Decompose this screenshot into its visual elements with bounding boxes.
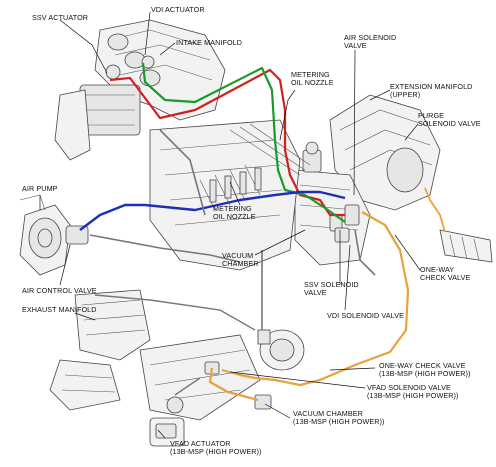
vacuum-chamber-label-line2: CHAMBER (222, 259, 259, 268)
air-pump-label: AIR PUMP (22, 184, 58, 193)
air-solenoid-valve-label-line1: AIR SOLENOID (344, 33, 397, 42)
air-control-valve-label: AIR CONTROL VALVE (22, 286, 97, 295)
red-hose-line (109, 68, 345, 217)
air-pump-drawing (19, 194, 89, 276)
metering-oil-nozzle-mid-label-line2: OIL NOZZLE (213, 212, 256, 221)
exhaust-manifold-label: EXHAUST MANIFOLD (22, 305, 97, 314)
vacuum-chamber-label-line1: VACUUM (222, 251, 254, 260)
green-hose-line (141, 62, 346, 223)
grey-hoses (89, 129, 376, 396)
extension-manifold-label-line1: EXTENSION MANIFOLD (390, 82, 473, 91)
orange-hose-line (221, 211, 410, 387)
purge-solenoid-valve-label-line2: SOLENOID VALVE (418, 119, 481, 128)
vacuum-chamber-13b-label-line2: (13B-MSP (HIGH POWER)) (293, 417, 385, 426)
orange-hose-purge (424, 187, 446, 233)
leader-lines (39, 11, 421, 439)
metering-oil-nozzle-top-label-line2: OIL NOZZLE (291, 78, 334, 87)
blue-hose (79, 190, 346, 231)
intake-manifold-drawing (54, 19, 226, 161)
red-hose (109, 68, 345, 217)
extension-manifold-label-line2: (UPPER) (390, 90, 421, 99)
vdi-actuator-label: VDI ACTUATOR (151, 5, 205, 14)
air-solenoid-valve-label-line2: VALVE (344, 41, 367, 50)
metering-oil-nozzle-top-label-line1: METERING (291, 70, 330, 79)
vfad-solenoid-valve-label-line1: VFAD SOLENOID VALVE (367, 383, 451, 392)
extension-manifold-drawing (294, 94, 493, 266)
intake-manifold-label: INTAKE MANIFOLD (176, 38, 243, 47)
orange-hose-branch (208, 367, 259, 402)
one-way-check-valve-label-line2: CHECK VALVE (420, 273, 471, 282)
vdi-solenoid-valve-label: VDI SOLENOID VALVE (327, 311, 405, 320)
vfad-actuator-label-line1: VFAD ACTUATOR (170, 439, 231, 448)
ssv-actuator-label: SSV ACTUATOR (32, 13, 89, 22)
purge-solenoid-valve-label-line1: PURGE (418, 111, 445, 120)
vfad-actuator-label-line2: (13B-MSP (HIGH POWER)) (170, 447, 262, 456)
green-hose (141, 62, 346, 223)
ssv-solenoid-valve-label-line1: SSV SOLENOID (304, 280, 359, 289)
vfad-solenoid-valve-label-line2: (13B-MSP (HIGH POWER)) (367, 391, 459, 400)
ssv-solenoid-valve-label-line2: VALVE (304, 288, 327, 297)
one-way-check-valve-label-line1: ONE-WAY (420, 265, 455, 274)
orange-hose (208, 187, 446, 402)
one-way-check-valve-13b-label-line2: (13B-MSP (HIGH POWER)) (379, 369, 471, 378)
blue-hose-line (79, 190, 346, 231)
vacuum-chamber-13b-label-line1: VACUUM CHAMBER (293, 409, 363, 418)
metering-oil-nozzle-mid-label-line1: METERING (213, 204, 252, 213)
one-way-check-valve-13b-label-line1: ONE-WAY CHECK VALVE (379, 361, 466, 370)
